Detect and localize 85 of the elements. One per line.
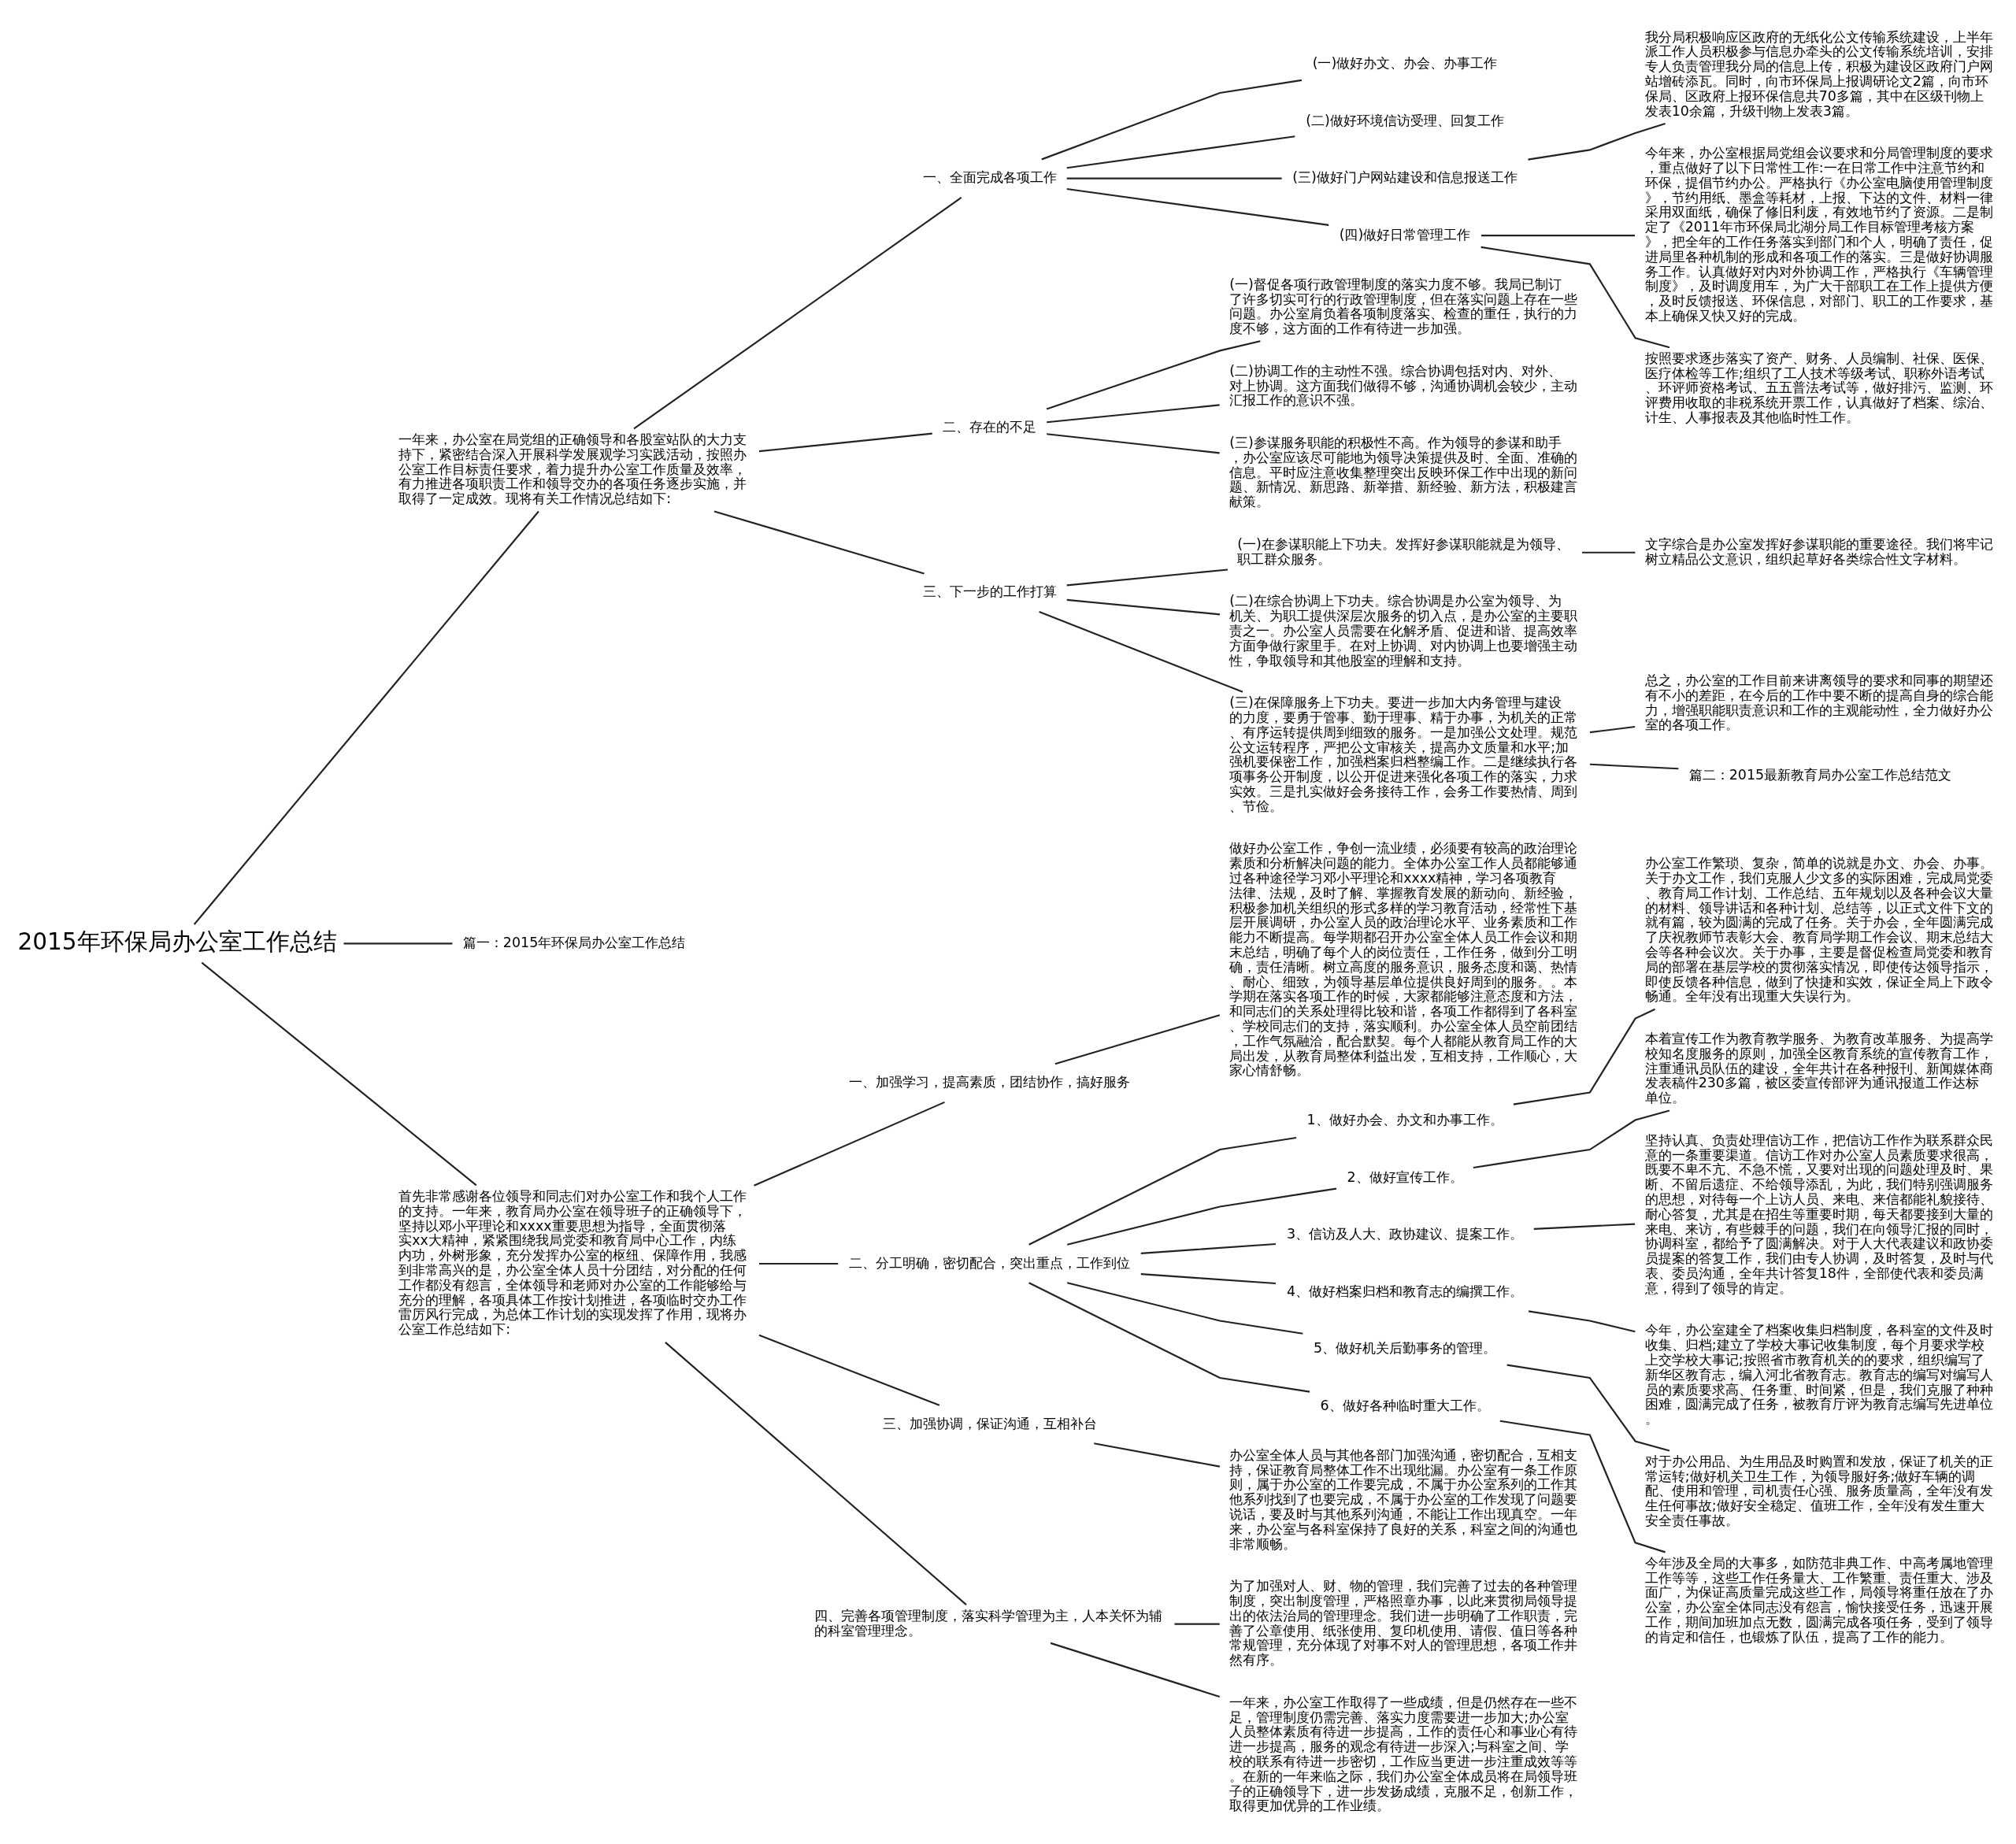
node-text: 对于办公用品、为生用品及时购置和发放，保证了机关的正常运转;做好机关卫生工作，为领导服好务;做好车辆的调配、使用和管理，司机责任心强、服务质量高，全年没有发生任何事故;做好安全稳定、值班工作，全年没有发生重大安全责任事故。: [1644, 1453, 1993, 1528]
connector: [1528, 1309, 1636, 1332]
node-text: 三、加强协调，保证沟通，互相补台: [882, 1415, 1097, 1431]
connector: [1589, 725, 1636, 733]
connector: [1066, 598, 1221, 615]
node-text: 2015年环保局办公室工作总结: [17, 928, 337, 955]
node-text: 一、加强学习，提高素质，团结协作，搞好服务: [849, 1073, 1131, 1090]
connector: [1067, 1281, 1303, 1335]
node-text: (三)参谋服务职能的积极性不高。作为领导的参谋和助手，办公室应该尽可能地为领导决策提供及时、全面、准确的信息。平时应注意收集整理突出反映环保工作中出现的新问题、新情况、新思路、新举措、新经验、新方法，积极建言献策。: [1229, 434, 1578, 509]
node-text: 1、做好办会、办文和办事工作。: [1306, 1111, 1503, 1128]
connector: [1039, 610, 1243, 693]
connector: [193, 510, 539, 925]
node-text: 总之，办公室的工作目前来讲离领导的要求和同事的期望还有不小的差距，在今后的工作中要不断的提高自身的综合能力，增强职能职责意识和工作的主观能动性，全力做好办公室的各项工作。: [1644, 672, 1993, 732]
connector: [1047, 432, 1220, 454]
connector: [758, 432, 932, 452]
node-text: 今年，办公室建全了档案收集归档制度，各科室的文件及时收集、归档;建立了学校大事记收集制度，每个月要求学校上交学校大事记;按照省市教育机关的的要求，组织编写了新华区教育志，编入河北省教育志。教育志的编写对编写人员的素质要求高、任务重、时间紧，但是，我们克服了种种困难，圆满完成了任务，被教育厅评为教育志编写先进单位。: [1644, 1321, 1993, 1427]
connector: [1480, 246, 1670, 348]
connector: [1499, 1420, 1666, 1553]
node-text: 篇一：2015年环保局办公室工作总结: [462, 934, 686, 950]
connector: [1513, 1008, 1655, 1105]
connector: [1066, 568, 1228, 586]
connector: [758, 1334, 940, 1406]
node-text: 2、做好宣传工作。: [1347, 1168, 1463, 1185]
connector: [1054, 1013, 1221, 1065]
node-text: (二)协调工作的主动性不强。综合协调包括对内、对外、对上协调。这方面我们做得不够，沟通协调机会较少，主动汇报工作的意识不强。: [1229, 362, 1578, 408]
connector: [1066, 1187, 1337, 1246]
node-text: 四、完善各项管理制度，落实科学管理为主，人本关怀为辅的科室管理理念。: [813, 1607, 1162, 1638]
connector: [1066, 177, 1282, 180]
connector: [343, 942, 453, 944]
connector: [1041, 79, 1303, 160]
node-text: 今年涉及全局的大事多，如防范非典工作、中高考属地管理工作等等，这些工作任务量大、工作繁重、责任重大、涉及面广，为保证高质量完成这些工作，局领导将重任放在了办公室，办公室全体同志没有怨言，愉快接受任务，迅速开展工作，期间加班加点无数，圆满完成各项任务，受到了领导的肯定和信任，也锻炼了队伍，提高了工作的能力。: [1644, 1554, 1993, 1645]
connector: [1066, 187, 1329, 226]
node-text: 坚持认真、负责处理信访工作，把信访工作作为联系群众民意的一条重要渠道。信访工作对办公室人员素质要求很高，既要不卑不亢、不急不慌，又要对出现的问题处理及时、果断、不留后遗症、不给领导添乱，为此，我们特别强调服务的思想，对待每一个上访人员、来电、来信都能礼貌接待、耐心答复，尤其是在招生等重要时期，每天都要接到大量的来电、来访，有些棘手的问题，我们在向领导汇报的同时，协调科室，都给予了圆满解决。对于人大代表建议和政协委员提案的答复工作，我们由专人协调，及时答复，及时与代表、委员沟通，全年共计答复18件，全部使代表和委员满意，得到了领导的肯定。: [1644, 1131, 1993, 1296]
node-text: (一)做好办文、办会、办事工作: [1312, 54, 1498, 71]
node-text: 本着宣传工作为教育教学服务、为教育改革服务、为提高学校知名度服务的原则，加强全区教育系统的宣传教育工作，注重通讯员队伍的建设，全年共计在各种报刊、新闻媒体商发表稿件230多篇，被区委宣传部评为通讯报道工作达标单位。: [1644, 1030, 1993, 1105]
node-text: 3、信访及人大、政协建议、提案工作。: [1286, 1225, 1524, 1242]
connector: [1480, 234, 1636, 236]
node-text: 文字综合是办公室发挥好参谋职能的重要途径。我们将牢记树立精品公文意识，组织起草好各类综合性文字材料。: [1644, 535, 1993, 567]
connector: [1140, 1272, 1276, 1284]
node-text: 4、做好档案归档和教育志的编撰工作。: [1286, 1283, 1524, 1299]
connector: [1533, 1223, 1636, 1230]
node-text: 6、做好各种临时重大工作。: [1320, 1397, 1490, 1413]
connector: [1473, 1109, 1670, 1168]
node-text: (三)在保障服务上下功夫。要进一步加大内务管理与建设的力度，要勇于管事、勤于理事、精于办事，为机关的正常、有序运转提供周到细致的服务。一是加强公文处理。规范公文运转程序，严把公文审核关，提高办文质量和水平;加强机要保密工作，加强档案归档整编工作。二是继续执行各项事务公开制度，以公开促进来强化各项工作的落实，力求实效。三是扎实做好会务接待工作，会务工作要热情、周到、节俭。: [1229, 694, 1578, 814]
connector: [1050, 1642, 1221, 1698]
node-text: 今年来，办公室根据局党组会议要求和分局管理制度的要求，重点做好了以下日常性工作:一在日常工作中注意节约和环保，提倡节约办公。严格执行《办公室电脑使用管理制度》，节约用纸、墨盒等耗材，上报、下达的文件、材料一律采用双面纸，确保了修旧利废，有效地节约了资源。二是制定了《2011年市环保局北湖分局工作目标管理考核方案》，把全年的工作任务落实到部门和个人，明确了责任，促进局里各种机制的形成和各项工作的落实。三是做好协调服务工作。认真做好对内对外协调工作，严格执行《车辆管理制度》，及时调度用车，为广大干部职工在工作上提供方便，及时反馈报送、环保信息，对部门、职工的工作要求，基本上确保又快又好的完成。: [1644, 144, 1993, 324]
connector: [1174, 1623, 1220, 1625]
connector: [633, 196, 962, 429]
connector: [1028, 1136, 1297, 1246]
node-text: 一年来，办公室在局党组的正确领导和各股室站队的大力支持下，紧密结合深入开展科学发展观学习实践活动，按照办公室工作目标责任要求，着力提升办公室工作质量及效率，有力推进各项职责工作和领导交办的各项任务逐步实施，并取得了一定成效。现将有关工作情况总结如下:: [398, 431, 747, 506]
node-text: (二)做好环境信访受理、回复工作: [1306, 112, 1504, 128]
node-text: 首先非常感谢各位领导和同志们对办公室工作和我个人工作的支持。一年来，教育局办公室在领导班子的正确领导下，坚持以邓小平理论和xxxx重要思想为指导，全面贯彻落实xx大精神，紧紧围绕我局党委和教育局中心工作，内练内功，外树形象，充分发挥办公室的枢纽、保障作用，我感到非常高兴的是，办公室全体人员十分团结，对分配的任何工作都没有怨言，全体领导和老师对办公室的工作能够给与充分的理解，各项具体工作按计划推进，各项临时交办工作雷厉风行完成，为总体工作计划的实现发挥了作用，现将办公室工作总结如下:: [398, 1187, 747, 1337]
node-text: 三、下一步的工作打算: [922, 583, 1057, 599]
node-text: 为了加强对人、财、物的管理，我们完善了过去的各种管理制度，突出制度管理，严格照章办事，以此来贯彻局领导提出的依法治局的管理理念。我们进一步明确了工作职责，完善了公章使用、纸张使用、复印机使用、请假、值日等各种常规管理，充分体现了对事不对人的管理思想，各项工作井然有序。: [1229, 1577, 1578, 1668]
node-text: (二)在综合协调上下功夫。综合协调是办公室为领导、为机关、为职工提供深层次服务的切入点，是办公室的主要职责之一。办公室人员需要在化解矛盾、促进和谐、提高效率方面争做行家里手。在对上协调、对内协调上也要增强主动性，争取领导和其他股室的理解和支持。: [1229, 592, 1578, 668]
connector: [713, 509, 925, 575]
node-text: (一)督促各项行政管理制度的落实力度不够。我局已制订了许多切实可行的行政管理制度，但在落实问题上存在一些问题。办公室肩负着各项制度落实、检查的重任，执行的力度不够，这方面的工作有待进一步加强。: [1229, 276, 1578, 336]
connector: [1528, 122, 1666, 161]
connector: [1582, 551, 1636, 554]
node-text: 办公室工作繁琐、复杂，简单的说就是办文、办会、办事。关于办文工作，我们克服人少文多的实际困难，完成局党委、教育局工作计划、工作总结、五年规划以及各种会议大量的材料、领导讲话和各种计划、总结等，以正式文件下文的就有篇，较为圆满的完成了任务。关于办会，全年圆满完成了庆祝教师节表彰大会、教育局学期工作会议、期末总结大会等各种会议次。关于办事，主要是督促检查局党委和教育局的部署在基层学校的贯彻落实情况，即使传达领导指示，即使反馈各种信息，做到了快捷和实效，保证全局上下政令畅通。全年没有出现重大失误行为。: [1644, 854, 1993, 1004]
node-text: 我分局积极响应区政府的无纸化公文传输系统建设，上半年派工作人员积极参与信息办牵头的公文传输系统培训，安排专人负责管理我分局的信息上传，积极为建设区政府门户网站增砖添瓦。同时，向市环保局上报调研论文2篇，向市环保局、区政府上报环保信息共70多篇，其中在区级刊物上发表10余篇，升级刊物上发表3篇。: [1644, 28, 1993, 119]
connector: [1028, 1281, 1310, 1393]
node-text: 二、存在的不足: [943, 418, 1037, 435]
connector: [1046, 339, 1261, 409]
node-text: 一、全面完成各项工作: [922, 168, 1057, 185]
node-text: 按照要求逐步落实了资产、财务、人员编制、社保、医保、医疗体检等工作;组织了工人技术等级考试、职称外语考试、环评师资格考试、五五普法考试等，做好排污、监测、环评费用收取的非税系统开票工作，认真做好了档案、综治、计生、人事报表及其他临时性工作。: [1644, 350, 1993, 425]
connector: [759, 1262, 839, 1265]
connector: [1047, 403, 1220, 423]
connector: [1589, 763, 1679, 769]
node-text: 5、做好机关后勤事务的管理。: [1313, 1339, 1497, 1356]
connector: [665, 1341, 967, 1605]
connector: [1506, 1364, 1670, 1451]
node-text: 二、分工明确，密切配合，突出重点，工作到位: [849, 1254, 1131, 1271]
connector: [754, 1101, 945, 1187]
node-text: 一年来，办公室工作取得了一些成绩，但是仍然存在一些不足，管理制度仍需完善、落实力度需要进一步加大;办公室人员整体素质有待进一步提高，工作的责任心和事业心有待进一步提高，服务的观念有待进一步深入;与科室之间、学校的联系有待进一步密切，工作应当更进一步注重成效等等。在新的一年来临之际，我们办公室全体成员将在局领导班子的正确领导下，进一步发扬成绩，克服不足，创新工作，取得更加优异的工作业绩。: [1229, 1694, 1578, 1813]
node-text: 篇二：2015最新教育局办公室工作总结范文: [1688, 766, 1952, 783]
connector: [1094, 1442, 1221, 1468]
node-text: (一)在参谋职能上下功夫。发挥好参谋职能就是为领导、职工群众服务。: [1237, 535, 1569, 567]
connector: [1066, 135, 1295, 168]
node-text: (四)做好日常管理工作: [1339, 226, 1471, 243]
node-text: 办公室全体人员与其他各部门加强沟通，密切配合，互相支持，保证教育局整体工作不出现纰漏。办公室有一条工作原则，属于办公室的工作要完成，不属于办公室系列的工作其他系列找到了也要完成，不属于办公室的工作发现了问题要说话，要及时与其他系列沟通，不能让工作出现真空。一年来，办公室与各科室保持了良好的关系，科室之间的沟通也非常顺畅。: [1229, 1446, 1578, 1552]
connector: [201, 961, 477, 1186]
node-text: 做好办公室工作，争创一流业绩，必须要有较高的政治理论素质和分析解决问题的能力。全体办公室工作人员都能够通过各种途径学习邓小平理论和xxxx精神，学习各项教育法律、法规，及时了解、掌握教育发展的新动向、新经验，积极参加机关组织的形式多样的学习教育活动，经常性下基层开展调研，办公室人员的政治理论水平、业务素质和工作能力不断提高。每学期都召开办公室全体人员工作会议和期末总结，明确了每个人的岗位责任，工作任务，做到分工明确，责任清晰。树立高度的服务意识，服务态度和蔼、热情、耐心、细致，为领导基层单位提供良好周到的服务。。本学期在落实各项工作的时候，大家都能够注意态度和方法，和同志们的关系处理得比较和谐，各项工作都得到了各科室、学校同志们的支持，落实顺利。办公室全体人员空前团结，工作气氛融洽，配合默契。每个人都能从教育局工作的大局出发，从教育局整体利益出发，互相支持，工作顺心，大家心情舒畅。: [1229, 839, 1578, 1078]
connector: [1140, 1242, 1276, 1254]
node-text: (三)做好门户网站建设和信息报送工作: [1292, 168, 1518, 185]
